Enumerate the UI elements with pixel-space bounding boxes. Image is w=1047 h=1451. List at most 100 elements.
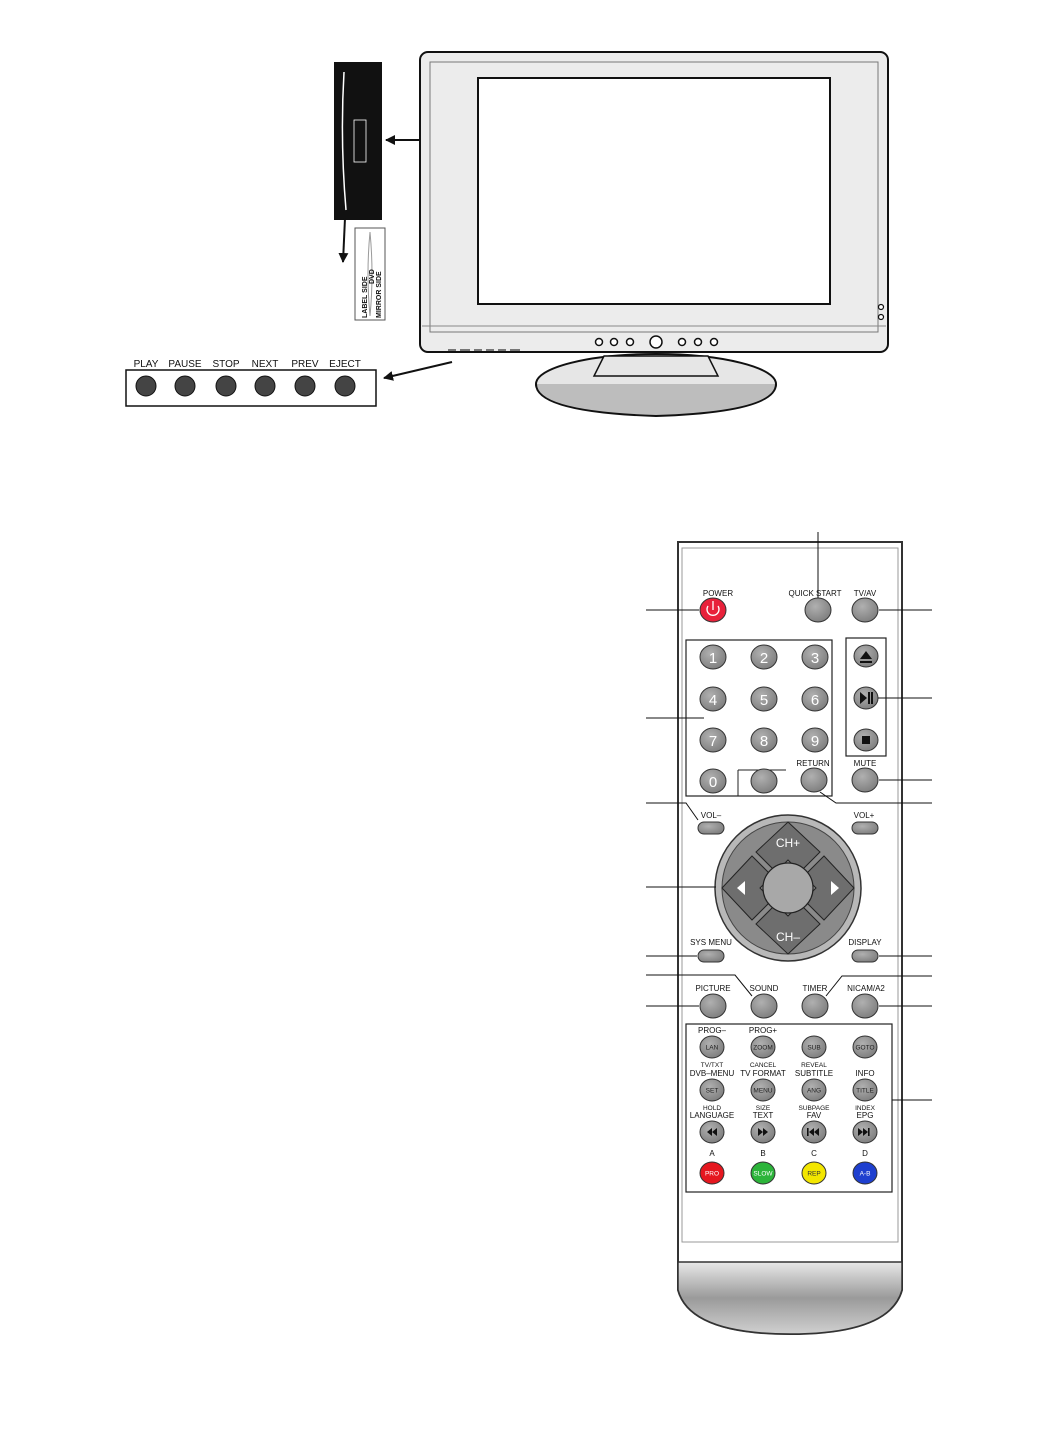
fn-key-label: SUB (807, 1045, 820, 1052)
return-button[interactable] (800, 767, 828, 793)
dvd-transport-frame (845, 637, 887, 757)
panel-button-stop[interactable] (215, 375, 237, 397)
ch-plus-button[interactable] (755, 821, 821, 873)
fn-bottom-label: REVEAL (801, 1062, 827, 1069)
digit-2-button[interactable] (750, 644, 778, 670)
vol-plus-button[interactable] (851, 821, 879, 835)
vol-minus-label: VOL– (701, 811, 722, 820)
timer-button[interactable] (801, 993, 829, 1019)
sound-label: SOUND (750, 984, 779, 993)
color-letter-d: D (862, 1149, 868, 1158)
digit-9-label: 9 (811, 733, 819, 750)
left-button[interactable] (721, 855, 773, 921)
digit-8-button[interactable] (750, 727, 778, 753)
sys-menu-button[interactable] (697, 949, 725, 963)
fn-bottom-label: SUBPAGE (799, 1105, 831, 1112)
tv-av-button[interactable] (851, 597, 879, 623)
panel-button-prev[interactable] (294, 375, 316, 397)
panel-button-next[interactable] (254, 375, 276, 397)
ch-plus-label: CH+ (776, 836, 800, 850)
color-letter-a: A (709, 1149, 715, 1158)
nicam-button[interactable] (851, 993, 879, 1019)
digit-8-label: 8 (760, 733, 768, 750)
digit-7-button[interactable] (699, 727, 727, 753)
panel-button-eject[interactable] (334, 375, 356, 397)
fn-key-label: GOTO (855, 1045, 874, 1052)
color-letter-b: B (760, 1149, 765, 1158)
disc-label-side: LABEL SIDE (362, 276, 369, 318)
timer-label: TIMER (803, 984, 828, 993)
digit-0-button[interactable] (699, 768, 727, 794)
disc-orientation-card: LABEL SIDE DVD MIRROR SIDE (354, 227, 386, 321)
fn-key-0-0[interactable] (699, 1035, 725, 1059)
fn-top-label: SUBTITLE (795, 1069, 833, 1078)
fn-key-1-3[interactable] (852, 1078, 878, 1102)
digit-5-button[interactable] (750, 686, 778, 712)
fn-top-label: INFO (855, 1069, 874, 1078)
panel-button-play[interactable] (135, 375, 157, 397)
tv-sensor (877, 313, 885, 321)
fn-key-0-2[interactable] (801, 1035, 827, 1059)
digit-3-label: 3 (811, 650, 819, 667)
panel-label-prev: PREV (291, 359, 319, 370)
fn-key-0-1[interactable] (750, 1035, 776, 1059)
fn-key-1-0[interactable] (699, 1078, 725, 1102)
display-button[interactable] (851, 949, 879, 963)
digit-1-label: 1 (709, 650, 717, 667)
panel-label-next: NEXT (252, 359, 279, 370)
digit-9-button[interactable] (801, 727, 829, 753)
digit-7-label: 7 (709, 733, 717, 750)
ch-minus-button[interactable] (755, 903, 821, 955)
color-key-d[interactable] (852, 1161, 878, 1185)
fn-key-0-3[interactable] (852, 1035, 878, 1059)
panel-label-eject: EJECT (329, 359, 361, 370)
fn-bottom-label: HOLD (703, 1105, 721, 1112)
color-key-b[interactable] (750, 1161, 776, 1185)
sys-menu-label: SYS MENU (690, 938, 732, 947)
fn-top-label: LANGUAGE (690, 1111, 734, 1120)
right-button[interactable] (803, 855, 855, 921)
digit-3-button[interactable] (801, 644, 829, 670)
stop-icon (862, 736, 870, 744)
fn-key-1-2[interactable] (801, 1078, 827, 1102)
vol-plus-label: VOL+ (854, 811, 875, 820)
color-key-label: SLOW (753, 1171, 773, 1178)
callout-lines (646, 532, 932, 1101)
mute-button[interactable] (851, 767, 879, 793)
power-label: POWER (703, 589, 733, 598)
quick-start-button[interactable] (804, 597, 832, 623)
digit-4-button[interactable] (699, 686, 727, 712)
panel-label-pause: PAUSE (168, 359, 201, 370)
vol-minus-button[interactable] (697, 821, 725, 835)
fn-top-label: TV FORMAT (740, 1069, 786, 1078)
right-arrow-icon (831, 881, 839, 895)
digit-6-button[interactable] (801, 686, 829, 712)
fn-top-label: FAV (807, 1111, 822, 1120)
color-key-label: REP (807, 1171, 820, 1178)
function-keys-frame (685, 1023, 893, 1193)
fn-key-1-1[interactable] (750, 1078, 776, 1102)
color-letter-c: C (811, 1149, 817, 1158)
digit-0-label: 0 (709, 774, 717, 791)
fn-top-label: PROG+ (749, 1026, 778, 1035)
prev-icon (807, 1128, 809, 1136)
panel-button-pause[interactable] (174, 375, 196, 397)
eject-icon (860, 651, 872, 659)
next-icon (868, 1128, 870, 1136)
ch-minus-label: CH– (776, 930, 800, 944)
tv-indicator (877, 303, 885, 311)
fn-top-label: EPG (857, 1111, 874, 1120)
sound-button[interactable] (750, 993, 778, 1019)
color-key-a[interactable] (699, 1161, 725, 1185)
display-label: DISPLAY (848, 938, 882, 947)
tv-small-labels (448, 349, 520, 351)
digit-1-button[interactable] (699, 644, 727, 670)
picture-button[interactable] (699, 993, 727, 1019)
blank-button[interactable] (750, 768, 778, 794)
color-key-label: A-B (860, 1171, 871, 1178)
left-arrow-icon (737, 881, 745, 895)
ok-button[interactable] (762, 862, 814, 914)
color-key-c[interactable] (801, 1161, 827, 1185)
